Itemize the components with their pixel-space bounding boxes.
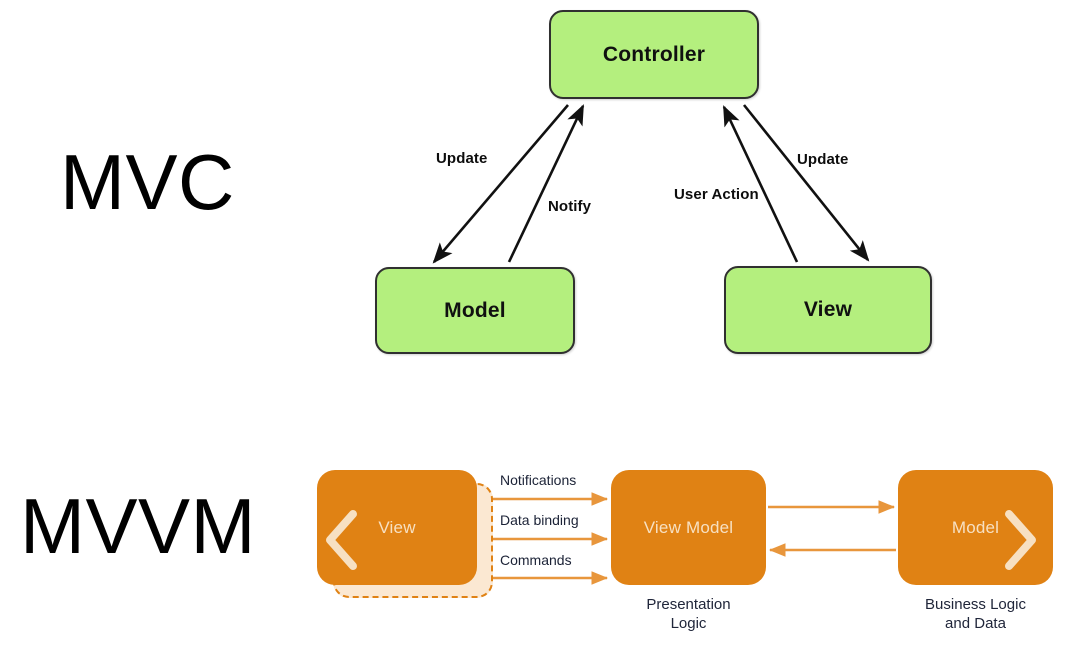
mvc-arrow-label-update-right: Update <box>797 151 849 168</box>
mvvm-diagram: View View Model Model Notifications Data… <box>0 400 1067 653</box>
mvvm-section-title: MVVM <box>20 482 256 570</box>
mvc-box-model-label: Model <box>444 298 506 322</box>
mvvm-box-view-label: View <box>378 517 416 537</box>
mvc-arrow-label-user-action: User Action <box>674 186 759 203</box>
mvc-box-controller[interactable]: Controller <box>549 10 759 99</box>
mvvm-arrow-label-commands: Commands <box>500 552 572 568</box>
mvc-arrow-update-left <box>432 104 569 264</box>
mvc-box-controller-label: Controller <box>602 42 706 66</box>
mvvm-box-viewmodel-label: View Model <box>643 517 734 537</box>
mvc-box-view-label: View <box>803 298 853 321</box>
mvc-arrow-update-right <box>742 104 870 262</box>
mvc-arrow-label-update-left: Update <box>436 150 488 167</box>
mvvm-box-view[interactable]: View <box>317 470 477 585</box>
mvc-section-title: MVC <box>60 138 235 226</box>
mvvm-box-model[interactable]: Model <box>898 470 1053 585</box>
mvvm-arrow-label-data-binding: Data binding <box>500 512 579 528</box>
mvc-box-view[interactable]: View <box>724 266 932 354</box>
mvvm-box-viewmodel[interactable]: View Model <box>611 470 766 585</box>
mvvm-caption-viewmodel: Presentation Logic <box>646 596 731 632</box>
mvc-arrow-label-notify: Notify <box>548 198 592 215</box>
mvc-arrow-user-action <box>722 105 799 263</box>
mvvm-caption-model: Business Logic and Data <box>925 596 1026 632</box>
mvvm-arrow-label-notifications: Notifications <box>500 472 577 488</box>
mvc-box-model[interactable]: Model <box>375 267 575 354</box>
mvc-diagram: Controller Model View Update Notify User… <box>375 10 932 354</box>
mvc-arrow-notify <box>507 104 585 263</box>
mvvm-box-model-label: Model <box>951 517 1000 537</box>
